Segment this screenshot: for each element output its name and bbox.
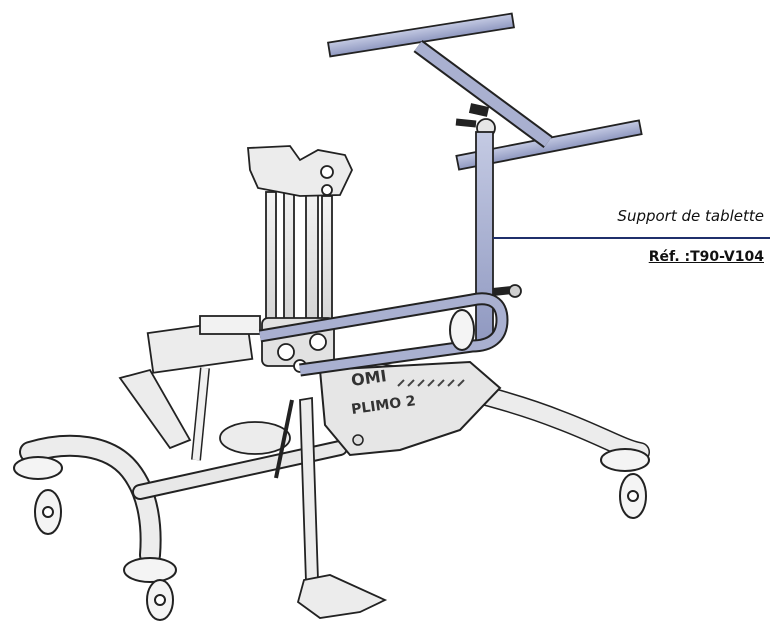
callout-reference: Réf. :T90-V104: [648, 249, 764, 265]
caster-front-left: [13, 456, 63, 535]
post-assembly: [146, 145, 353, 461]
foot-plates: [118, 368, 388, 619]
body-plate: OMI PLIMO 2: [318, 360, 502, 457]
caster-rear-left: [449, 309, 475, 351]
frame-logo: OMI: [350, 366, 388, 390]
caster-rear-right: [600, 448, 650, 519]
caster-front-middle: [123, 557, 177, 621]
callout-label: Support de tablette: [617, 207, 764, 225]
